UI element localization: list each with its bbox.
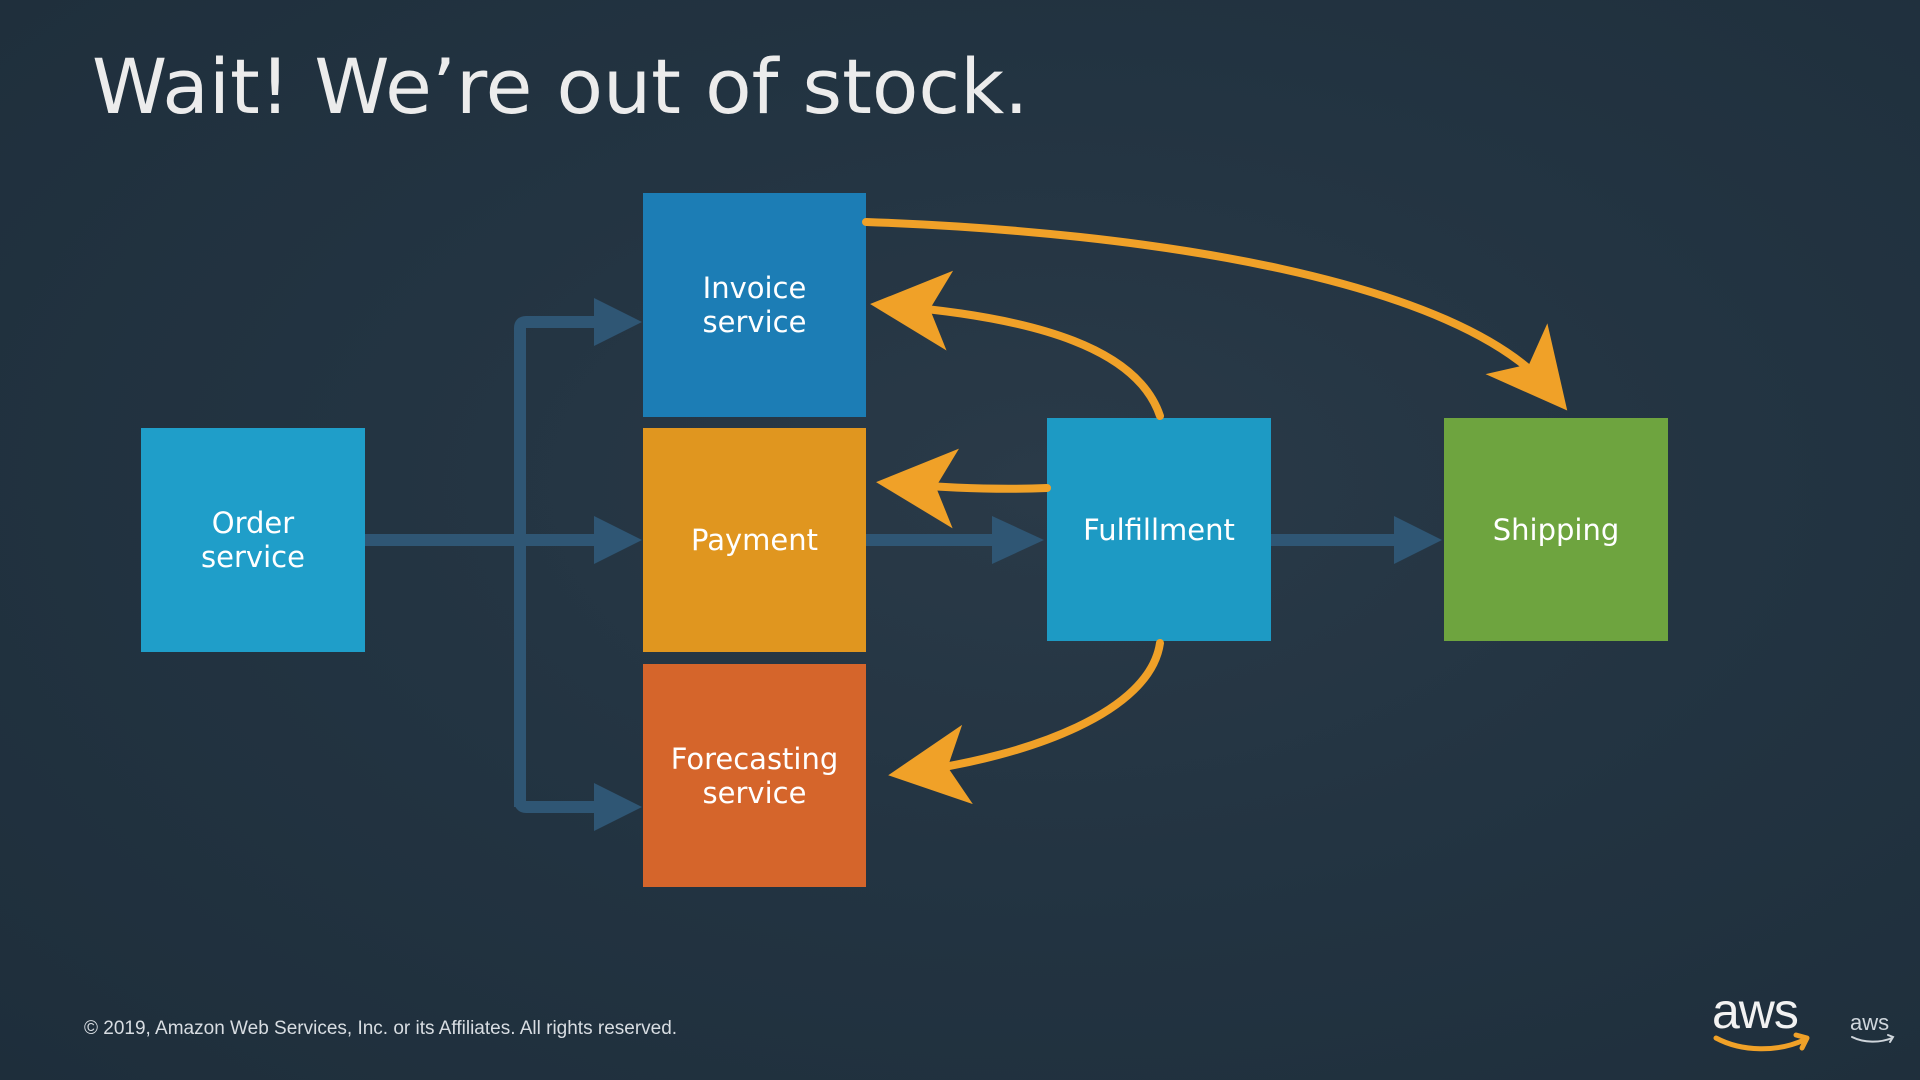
forecasting-service-label: Forecasting service bbox=[670, 741, 839, 810]
invoice-service-label: Invoice service bbox=[702, 271, 807, 339]
fulfillment-label: Fulfillment bbox=[1083, 512, 1235, 547]
forecasting-service-box bbox=[643, 664, 866, 887]
slide-title: Wait! We’re out of stock. bbox=[92, 42, 1029, 131]
fulfillment-to-forecasting-arrow bbox=[888, 639, 1164, 805]
aws-smile-icon bbox=[1713, 1032, 1810, 1052]
aws-watermark-smile-icon bbox=[1851, 1034, 1895, 1043]
arrowhead-to-fulfillment bbox=[992, 516, 1044, 564]
arrowhead-to-forecasting bbox=[594, 783, 642, 831]
payment-label: Payment bbox=[691, 523, 818, 557]
event-arrows bbox=[862, 218, 1568, 805]
payment-box bbox=[643, 428, 866, 652]
shipping-label: Shipping bbox=[1492, 512, 1620, 547]
aws-logo: aws bbox=[1712, 986, 1814, 1056]
shipping-box bbox=[1444, 418, 1668, 641]
aws-watermark-text: aws bbox=[1850, 1010, 1890, 1035]
aws-logo-text: aws bbox=[1712, 983, 1799, 1039]
branch-to-forecasting-line bbox=[514, 799, 600, 813]
flow-arrowheads bbox=[594, 298, 1442, 831]
order-service-box bbox=[141, 428, 365, 652]
flow-connectors bbox=[364, 316, 1400, 813]
aws-watermark-logo: aws bbox=[1850, 1012, 1896, 1048]
fulfillment-box bbox=[1047, 418, 1271, 641]
branch-vertical-line bbox=[514, 316, 600, 807]
arrowhead-to-shipping bbox=[1394, 516, 1442, 564]
copyright-footer: © 2019, Amazon Web Services, Inc. or its… bbox=[84, 1018, 678, 1039]
invoice-service-box bbox=[643, 193, 866, 417]
fulfillment-to-payment-arrow bbox=[876, 448, 1051, 529]
arrowhead-to-invoice bbox=[594, 298, 642, 346]
arrowhead-to-payment bbox=[594, 516, 642, 564]
invoice-to-shipping-arrow bbox=[862, 218, 1568, 411]
fulfillment-to-invoice-arrow bbox=[870, 270, 1164, 420]
order-service-label: Order service bbox=[201, 506, 305, 574]
